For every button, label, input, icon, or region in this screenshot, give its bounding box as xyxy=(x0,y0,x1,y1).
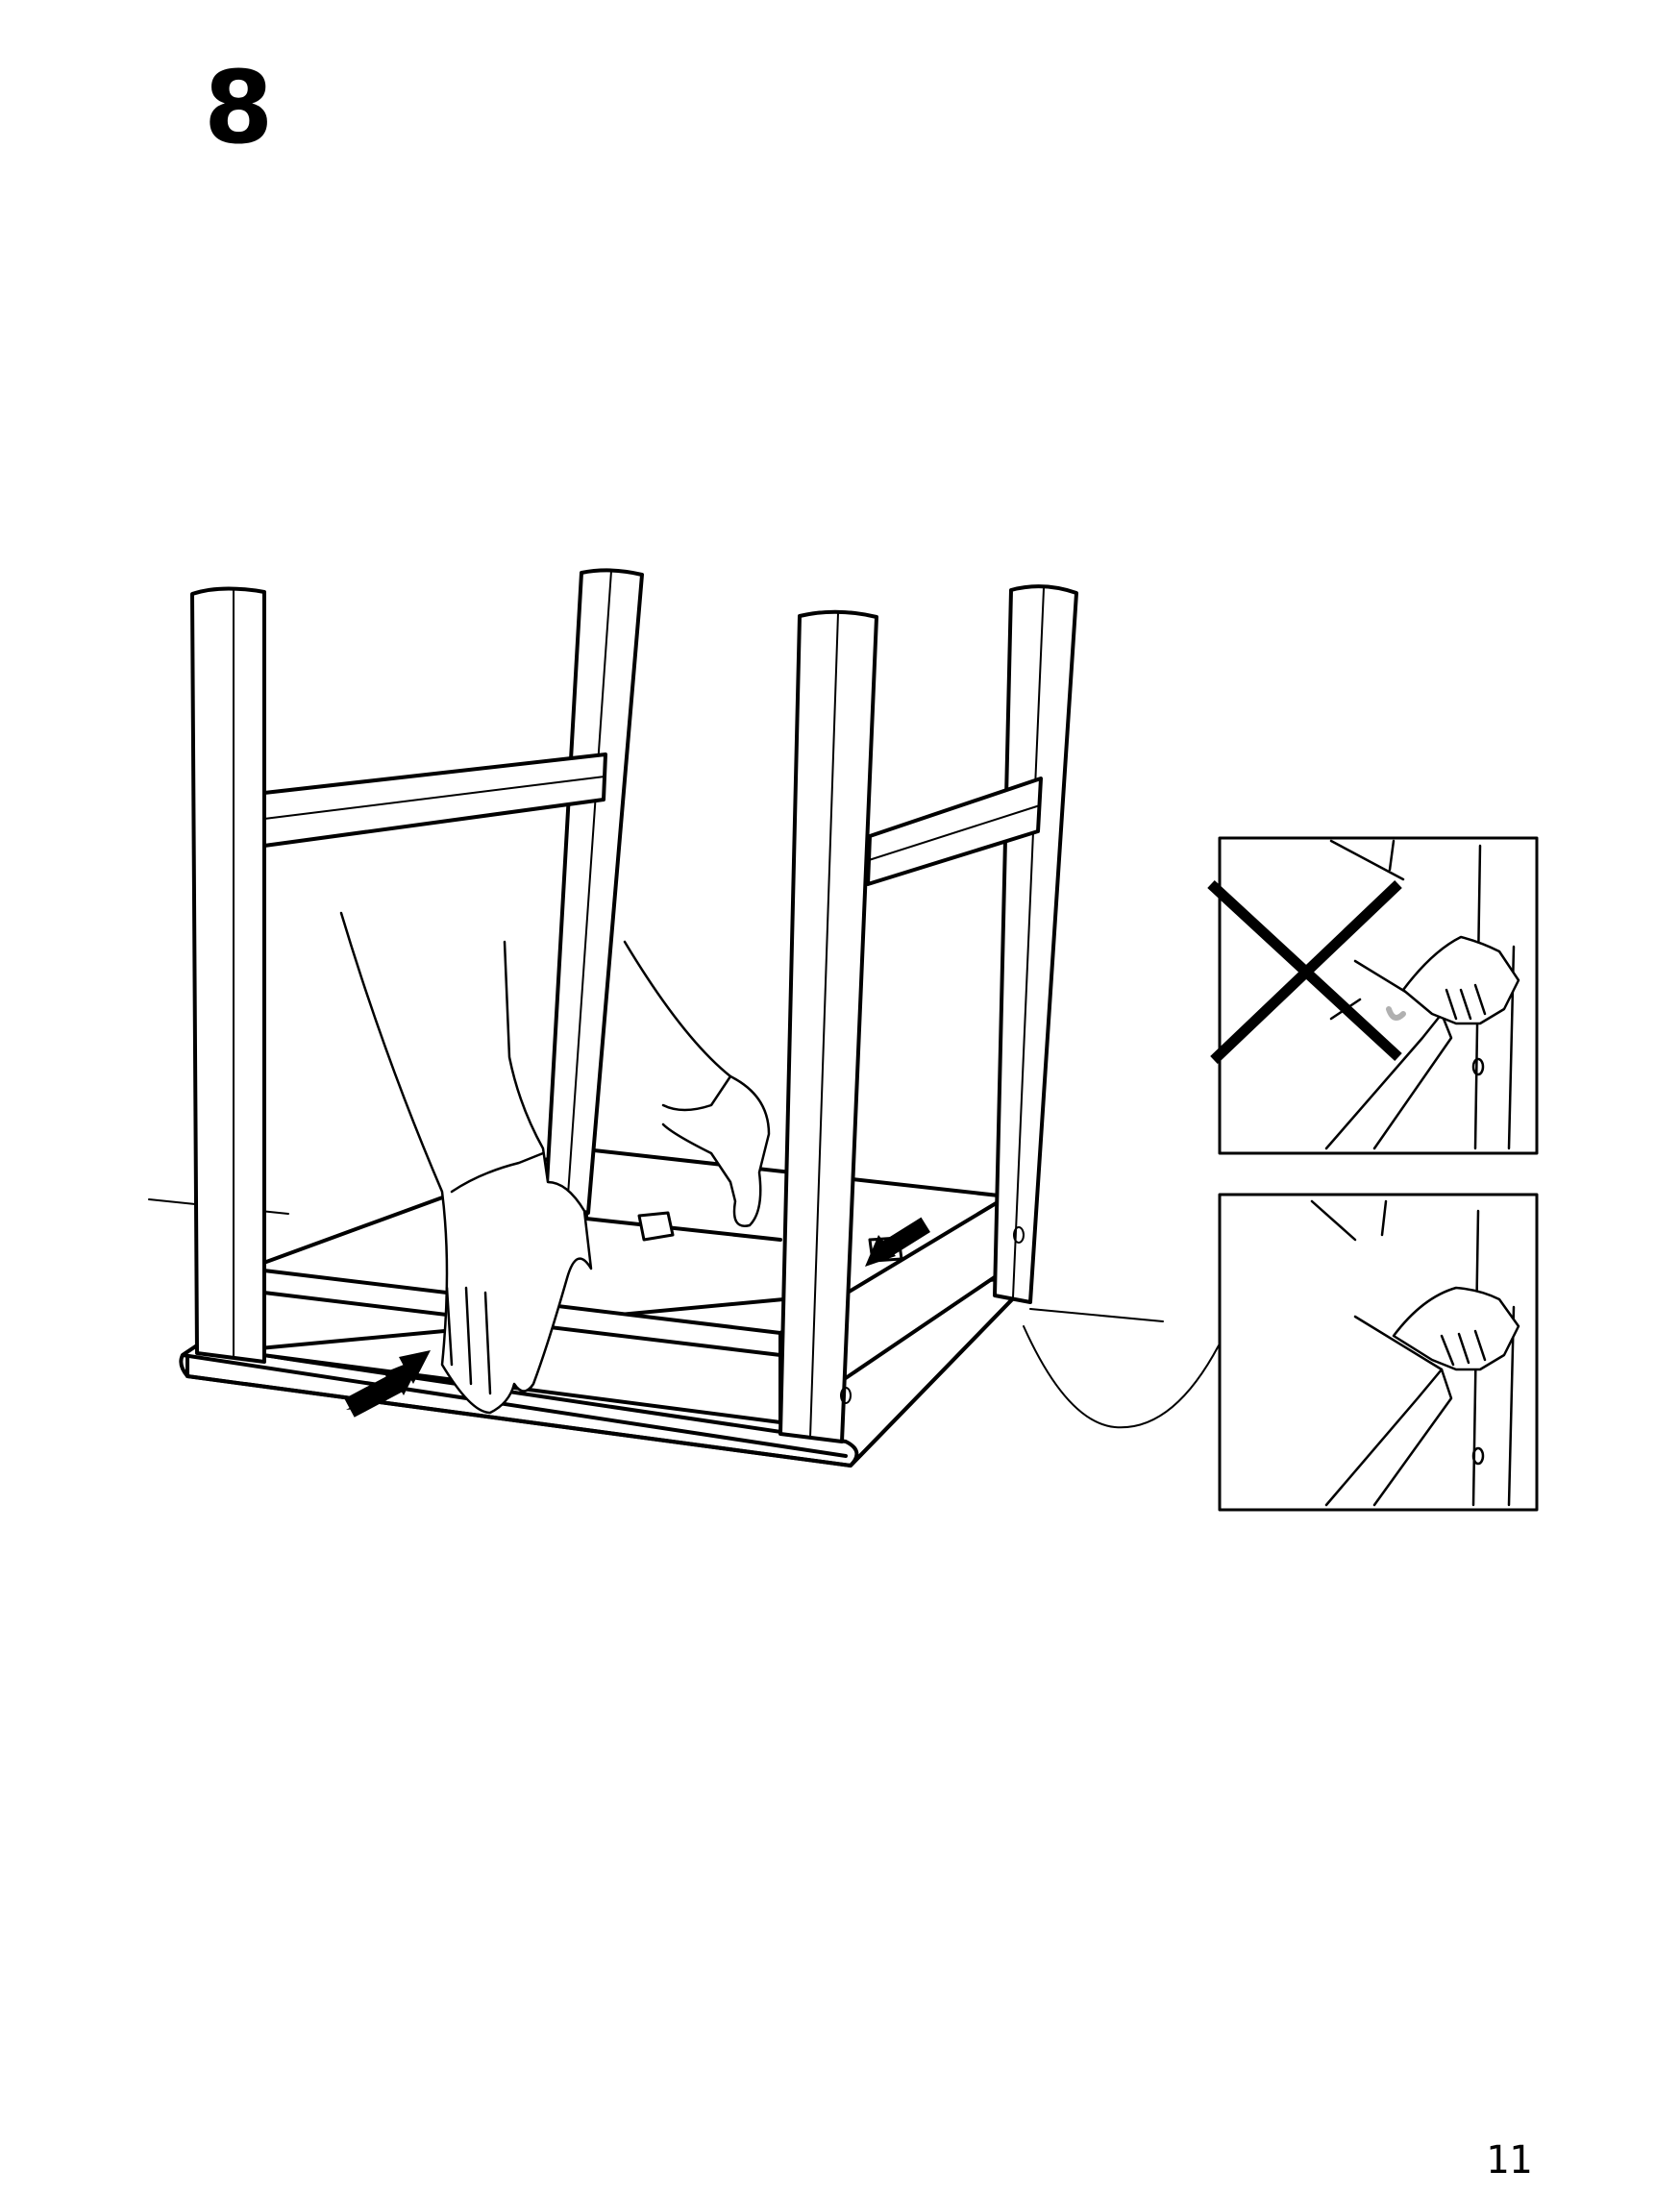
page-number: 11 xyxy=(1486,2141,1532,2180)
callout-line xyxy=(1024,1326,1219,1427)
table-leg xyxy=(995,586,1076,1302)
leg-rails xyxy=(264,754,1041,884)
detail-correct xyxy=(1220,1195,1537,1510)
table-leg xyxy=(192,588,264,1362)
table-leg xyxy=(546,570,642,1213)
detail-incorrect xyxy=(1211,838,1537,1153)
